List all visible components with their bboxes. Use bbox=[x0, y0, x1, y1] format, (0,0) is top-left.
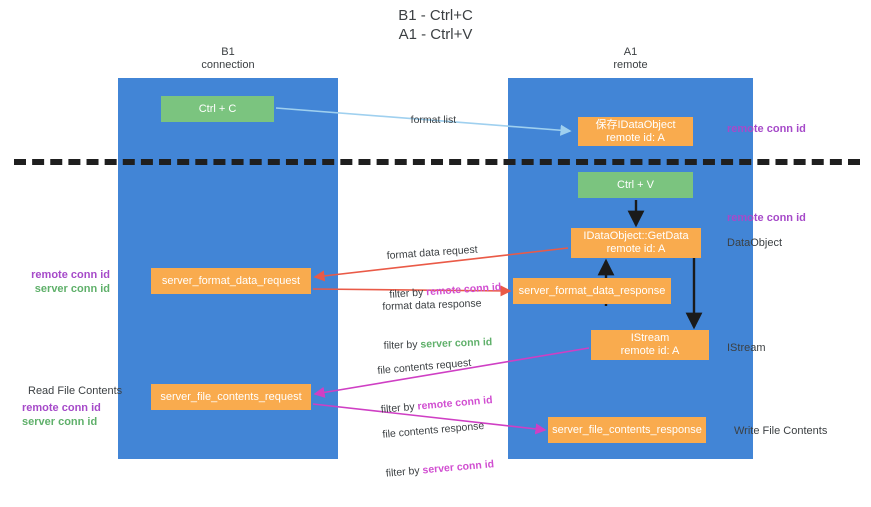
node-istream[interactable]: IStream remote id: A bbox=[591, 330, 709, 360]
annotation-remote-conn-id-mid: remote conn id bbox=[727, 212, 806, 224]
edge-label-format-data-request-text: format data request bbox=[386, 243, 479, 262]
annotation-read-file-contents: Read File Contents bbox=[28, 385, 123, 397]
node-ctrl-c[interactable]: Ctrl + C bbox=[161, 96, 274, 122]
annotation-left-mid: remote conn id server conn id bbox=[22, 268, 110, 296]
page-title: B1 - Ctrl+C A1 - Ctrl+V bbox=[398, 7, 473, 43]
annotation-dataobject: DataObject bbox=[727, 237, 783, 249]
node-server-file-contents-request[interactable]: server_file_contents_request bbox=[151, 384, 311, 410]
edge-label-file-contents-request-text: file contents request bbox=[376, 356, 472, 377]
filter-key: server conn id bbox=[421, 458, 495, 477]
node-server-file-contents-response[interactable]: server_file_contents_response bbox=[548, 417, 706, 443]
annotation-left-low-remote: remote conn id bbox=[22, 402, 101, 414]
annotation-write-file-contents: Write File Contents bbox=[734, 425, 828, 437]
node-server-format-data-request[interactable]: server_format_data_request bbox=[151, 268, 311, 294]
node-server-format-data-response[interactable]: server_format_data_response bbox=[513, 278, 671, 304]
annotation-left-low-server: server conn id bbox=[22, 416, 98, 428]
edge-label-file-contents-response-text: file contents response bbox=[381, 419, 485, 441]
column-caption-b1: B1 connection bbox=[201, 46, 255, 71]
phase-divider bbox=[14, 159, 860, 165]
column-caption-a1: A1 remote bbox=[613, 46, 648, 71]
annotation-remote-conn-id-top: remote conn id bbox=[727, 123, 806, 135]
edge-label-format-list-text: format list bbox=[410, 114, 457, 126]
edge-filter-file-contents-response: filter by server conn id bbox=[385, 458, 494, 480]
annotation-left-low: remote conn id server conn id bbox=[22, 401, 101, 429]
annotation-left-mid-remote: remote conn id bbox=[31, 269, 110, 281]
annotation-istream: IStream bbox=[727, 342, 766, 354]
node-save-idataobject[interactable]: 保存IDataObject remote id: A bbox=[578, 117, 693, 146]
edge-label-format-data-response-text: format data response bbox=[382, 297, 482, 313]
diagram-canvas: B1 - Ctrl+C A1 - Ctrl+V B1 connection A1… bbox=[14, 7, 860, 480]
node-ctrl-v[interactable]: Ctrl + V bbox=[578, 172, 693, 198]
annotation-left-mid-server: server conn id bbox=[34, 283, 110, 295]
node-idataobject-getdata[interactable]: IDataObject::GetData remote id: A bbox=[571, 228, 701, 258]
edge-label-format-list: format list bbox=[399, 101, 457, 140]
edge-label-file-contents-response: file contents response filter by server … bbox=[380, 393, 497, 506]
